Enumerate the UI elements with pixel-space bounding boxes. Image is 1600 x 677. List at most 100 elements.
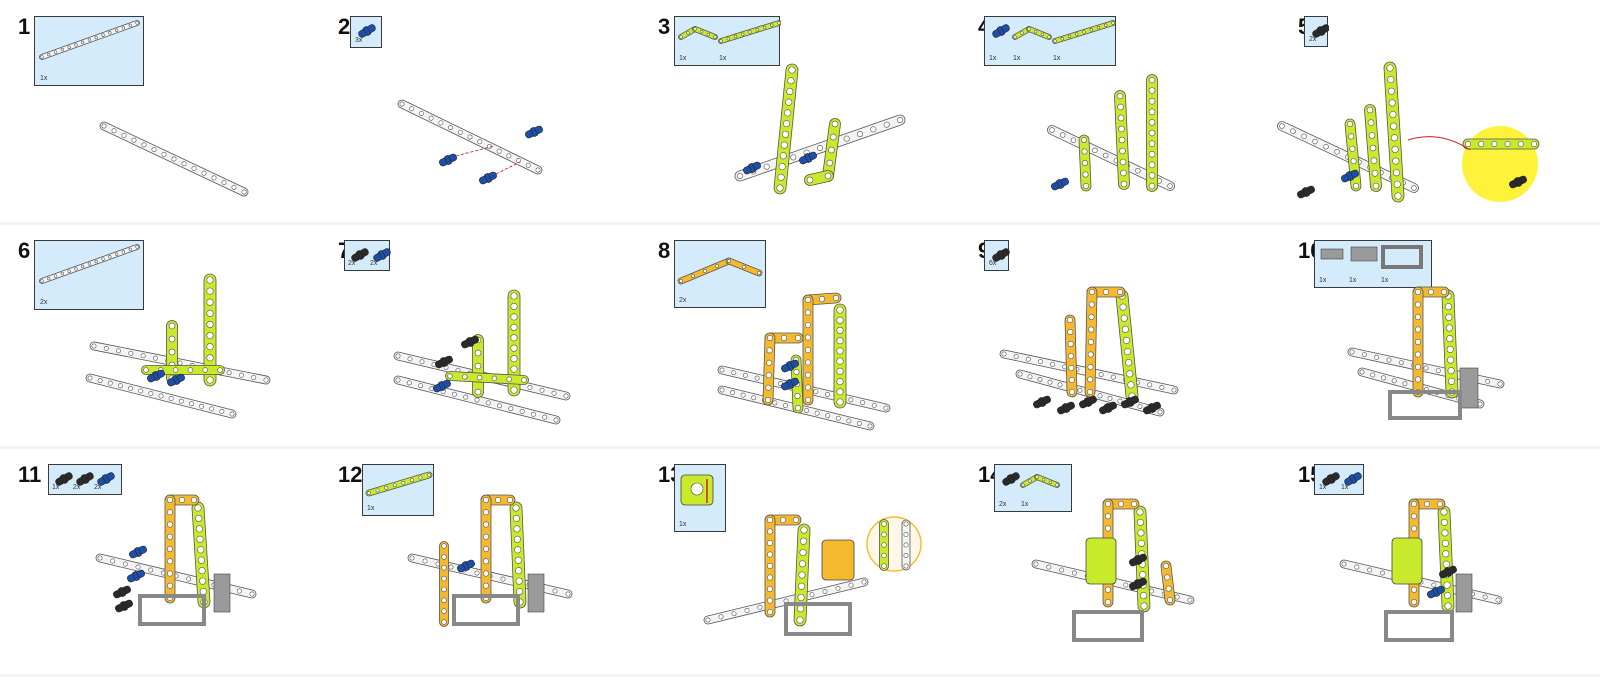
step-3: 3 1x 1x	[640, 0, 960, 224]
step-10: 10 1x 1x 1x	[1280, 224, 1600, 448]
parts-callout: 3x	[350, 16, 382, 48]
assembly-illustration-step-13	[703, 514, 922, 636]
assembly-illustration-step-3	[734, 63, 906, 195]
part-qty: 2x	[1309, 36, 1317, 43]
assembly-illustration-step-10	[1347, 286, 1505, 420]
step-8: 8 2x	[640, 224, 960, 448]
part-qty: 1x	[1319, 484, 1327, 491]
assembly-illustration-step-6	[85, 273, 271, 419]
part-qty: 2x	[999, 501, 1007, 508]
blue-pin-icon	[358, 24, 376, 38]
parts-callout: 1x 1x 1x	[1314, 240, 1432, 288]
step-12: 12 1x	[320, 448, 640, 677]
lime-angle-beam-icon	[1020, 474, 1060, 488]
black-pin-icon	[351, 248, 369, 262]
part-qty: 2x	[94, 484, 102, 491]
assembly-illustration-step-5	[1277, 61, 1540, 203]
part-qty: 2x	[40, 299, 48, 306]
step-number: 1	[18, 14, 31, 39]
lime-angle-beam-icon	[678, 26, 718, 40]
parts-callout: 1x	[674, 464, 726, 532]
parts-icons	[39, 244, 140, 284]
parts-icons	[678, 20, 781, 44]
lime-motor-icon	[680, 474, 714, 506]
part-qty: 2x	[348, 260, 356, 267]
parts-icons	[680, 474, 714, 506]
part-qty: 1x	[40, 75, 48, 82]
step-9: 9 6x	[960, 224, 1280, 448]
part-qty: 1x	[679, 55, 687, 62]
step-4: 4 1x 1x 1x	[960, 0, 1280, 224]
parts-icons	[1320, 245, 1423, 269]
parts-callout: 2x 1x	[994, 464, 1072, 512]
lime-beam-9-icon	[365, 471, 433, 497]
parts-callout: 2x 2x	[344, 240, 391, 271]
step-6: 6 2x	[0, 224, 320, 448]
step-5: 5 2x	[1280, 0, 1600, 224]
blue-pin-icon	[992, 24, 1010, 38]
part-qty: 1x	[367, 505, 375, 512]
assembly-illustration-step-15	[1339, 498, 1503, 642]
assembly-illustration-step-11	[95, 494, 257, 626]
part-qty: 1x	[1013, 55, 1021, 62]
parts-callout: 2x	[34, 240, 144, 310]
part-qty: 1x	[989, 55, 997, 62]
parts-icons	[992, 20, 1116, 44]
part-qty: 3x	[355, 37, 363, 44]
part-qty: 1x	[1381, 277, 1389, 284]
part-qty: 1x	[52, 484, 60, 491]
part-qty: 1x	[679, 521, 687, 528]
part-qty: 1x	[1053, 55, 1061, 62]
step-1: 1 1x	[0, 0, 320, 224]
step-number: 12	[338, 462, 363, 487]
parts-icons	[1002, 472, 1060, 488]
step-14: 14 2x 1x	[960, 448, 1280, 677]
parts-callout: 6x	[984, 240, 1010, 271]
parts-callout: 1x	[362, 464, 434, 516]
part-qty: 2x	[73, 484, 81, 491]
assembly-illustration-step-1	[99, 121, 249, 197]
assembly-illustration-step-8	[717, 292, 891, 431]
part-qty: 1x	[1319, 277, 1327, 284]
step-11: 11 1x 2x 2x	[0, 448, 320, 677]
parts-icons	[351, 248, 391, 262]
blue-pin-icon	[373, 248, 391, 262]
parts-icons	[677, 257, 763, 285]
white-beam-15-icon	[39, 20, 140, 60]
parts-icons	[365, 471, 433, 497]
row-divider	[0, 222, 1600, 225]
blue-pin-icon	[1344, 472, 1362, 486]
parts-callout: 2x	[1304, 16, 1329, 47]
part-qty: 2x	[679, 297, 687, 304]
black-pin-icon	[1312, 24, 1329, 38]
parts-callout: 2x	[674, 240, 766, 308]
step-number: 2	[338, 14, 351, 39]
parts-icons	[1312, 24, 1329, 38]
row-divider	[0, 674, 1600, 677]
assembly-illustration-step-9	[999, 286, 1179, 417]
step-number: 11	[18, 462, 42, 487]
parts-icons	[55, 472, 115, 486]
black-pin-icon	[55, 472, 73, 486]
part-qty: 1x	[1341, 484, 1349, 491]
black-axle-pin-icon	[1322, 472, 1340, 486]
orange-bent-beam-icon	[677, 257, 763, 285]
step-number: 8	[658, 238, 671, 263]
parts-callout: 1x 1x	[674, 16, 781, 66]
part-qty: 6x	[989, 260, 997, 267]
assembly-illustration-step-12	[407, 494, 573, 627]
parts-callout: 1x 2x 2x	[48, 464, 122, 495]
black-pin-icon	[992, 248, 1010, 262]
step-13: 13 1x	[640, 448, 960, 677]
parts-icons	[992, 248, 1010, 262]
lime-angle-beam-icon	[1012, 26, 1052, 40]
lime-beam-11-icon	[718, 20, 781, 44]
parts-callout: 1x	[34, 16, 144, 86]
black-axle-pin-icon	[76, 472, 94, 486]
black-pin-icon	[1002, 472, 1020, 486]
white-beam-15-icon	[39, 244, 140, 284]
assembly-illustration-step-2	[397, 99, 543, 185]
assembly-illustration-step-4	[1047, 74, 1175, 192]
